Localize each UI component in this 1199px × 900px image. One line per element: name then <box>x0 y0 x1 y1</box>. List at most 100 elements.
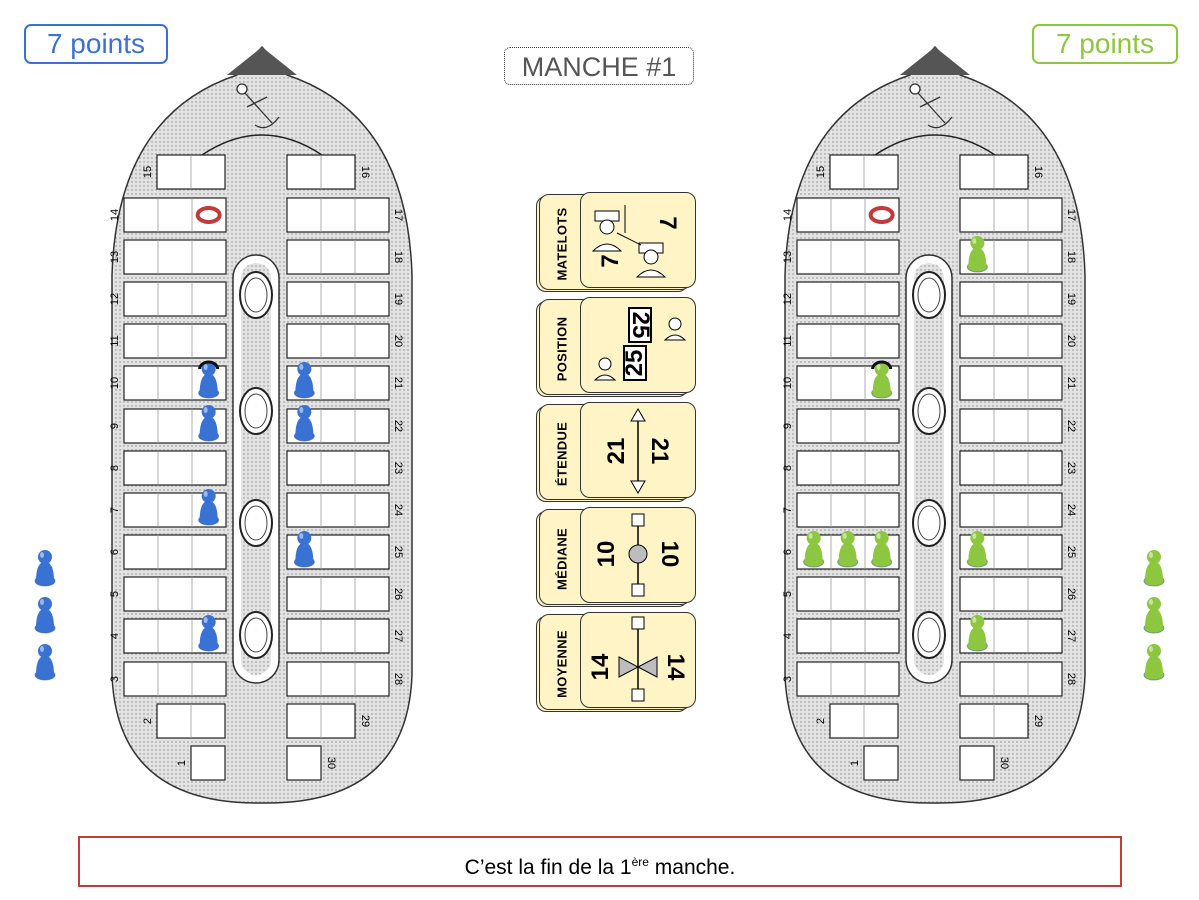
pawn[interactable] <box>198 405 220 442</box>
seat-row[interactable] <box>796 323 900 359</box>
seat-row[interactable] <box>286 703 356 739</box>
seat-number: 25 <box>1065 546 1077 558</box>
seat-row[interactable] <box>959 197 1063 233</box>
seat-number: 11 <box>782 335 794 346</box>
seat-row[interactable] <box>959 703 1029 739</box>
pawn[interactable] <box>966 236 988 273</box>
reserve-pawn[interactable] <box>34 550 56 587</box>
card-etendue[interactable]: ÉTENDUE 21 21 <box>536 402 696 502</box>
pawn[interactable] <box>871 531 893 568</box>
pawn[interactable] <box>293 405 315 442</box>
seat-row[interactable] <box>863 745 899 781</box>
seat-row[interactable] <box>796 239 900 275</box>
reserve-pawn[interactable] <box>34 644 56 681</box>
seat-number: 29 <box>1032 715 1044 727</box>
seat-number: 19 <box>1065 293 1077 305</box>
seat-number: 18 <box>392 251 404 263</box>
seat-row[interactable] <box>796 576 900 612</box>
seat-row[interactable] <box>959 408 1063 444</box>
seat-row[interactable] <box>123 534 227 570</box>
card-mediane[interactable]: MÉDIANE 10 10 <box>536 507 696 607</box>
seat-row[interactable] <box>796 408 900 444</box>
seat-row[interactable] <box>123 197 227 233</box>
seat-row[interactable] <box>796 197 900 233</box>
seat-row[interactable] <box>123 661 227 697</box>
seat-row[interactable] <box>959 154 1029 190</box>
card-face: 7 7 <box>580 192 696 288</box>
seat-number: 23 <box>392 462 404 474</box>
card-moyenne[interactable]: MOYENNE 14 14 <box>536 612 696 712</box>
seat-row[interactable] <box>123 323 227 359</box>
seat-row[interactable] <box>156 703 226 739</box>
seat-number: 4 <box>782 633 794 639</box>
seat-row[interactable] <box>796 492 900 528</box>
seat-row[interactable] <box>123 281 227 317</box>
seat-row[interactable] <box>190 745 226 781</box>
seat-row[interactable] <box>286 576 390 612</box>
card-matelots[interactable]: MATELOTS 7 7 <box>536 192 696 292</box>
seat-number: 6 <box>782 549 794 555</box>
seat-row[interactable] <box>156 154 226 190</box>
card-title: MATELOTS <box>554 207 570 281</box>
card-column: MATELOTS 7 7 POSITION <box>536 192 696 712</box>
pawn[interactable] <box>871 362 893 399</box>
seat-number: 16 <box>1032 166 1044 178</box>
seat-row[interactable] <box>959 492 1063 528</box>
seat-number: 30 <box>325 757 337 769</box>
seat-row[interactable] <box>286 450 390 486</box>
seat-row[interactable] <box>796 661 900 697</box>
seat-row[interactable] <box>286 239 390 275</box>
pawn[interactable] <box>803 531 825 568</box>
seat-row[interactable] <box>796 450 900 486</box>
seat-row[interactable] <box>286 661 390 697</box>
reserve-pawn[interactable] <box>34 597 56 634</box>
seat-number: 12 <box>782 293 794 305</box>
pawn[interactable] <box>837 531 859 568</box>
seat-row[interactable] <box>959 661 1063 697</box>
reserve-pawn[interactable] <box>1143 597 1165 634</box>
pawn[interactable] <box>966 531 988 568</box>
card-position[interactable]: POSITION 25 25 <box>536 297 696 397</box>
pawn[interactable] <box>198 489 220 526</box>
seat-row[interactable] <box>286 281 390 317</box>
reserve-pawn[interactable] <box>1143 644 1165 681</box>
pawn[interactable] <box>198 362 220 399</box>
blue-score: 7 points <box>24 24 168 64</box>
card-face: 25 25 <box>580 297 696 393</box>
pawn[interactable] <box>293 531 315 568</box>
pawn[interactable] <box>198 615 220 652</box>
seat-row[interactable] <box>829 703 899 739</box>
pawn[interactable] <box>966 615 988 652</box>
seat-row[interactable] <box>286 618 390 654</box>
seat-row[interactable] <box>959 450 1063 486</box>
seat-number: 30 <box>998 757 1010 769</box>
ship-bow <box>900 47 970 75</box>
card-value-left: 25 <box>621 349 648 377</box>
seat-row[interactable] <box>959 323 1063 359</box>
seat-row[interactable] <box>796 618 900 654</box>
reserve-pawn[interactable] <box>1143 550 1165 587</box>
seat-row[interactable] <box>123 576 227 612</box>
seat-row[interactable] <box>286 492 390 528</box>
seat-row[interactable] <box>286 154 356 190</box>
seat-row[interactable] <box>829 154 899 190</box>
seat-number: 20 <box>1065 335 1077 347</box>
card-title: MÉDIANE <box>554 527 570 591</box>
seat-number: 7 <box>782 507 794 513</box>
seat-row[interactable] <box>959 745 995 781</box>
seat-row[interactable] <box>286 323 390 359</box>
seat-row[interactable] <box>796 281 900 317</box>
seat-row[interactable] <box>123 239 227 275</box>
pawn[interactable] <box>293 362 315 399</box>
seat-row[interactable] <box>959 281 1063 317</box>
seat-row[interactable] <box>286 745 322 781</box>
seat-number: 24 <box>1065 504 1077 516</box>
seat-row[interactable] <box>959 365 1063 401</box>
seat-row[interactable] <box>123 450 227 486</box>
card-title: ÉTENDUE <box>554 421 570 487</box>
seat-row[interactable] <box>959 576 1063 612</box>
seat-number: 1 <box>176 760 188 766</box>
seat-row[interactable] <box>286 197 390 233</box>
card-value-left: 7 <box>597 254 624 268</box>
range-arrow-icon <box>630 408 646 494</box>
